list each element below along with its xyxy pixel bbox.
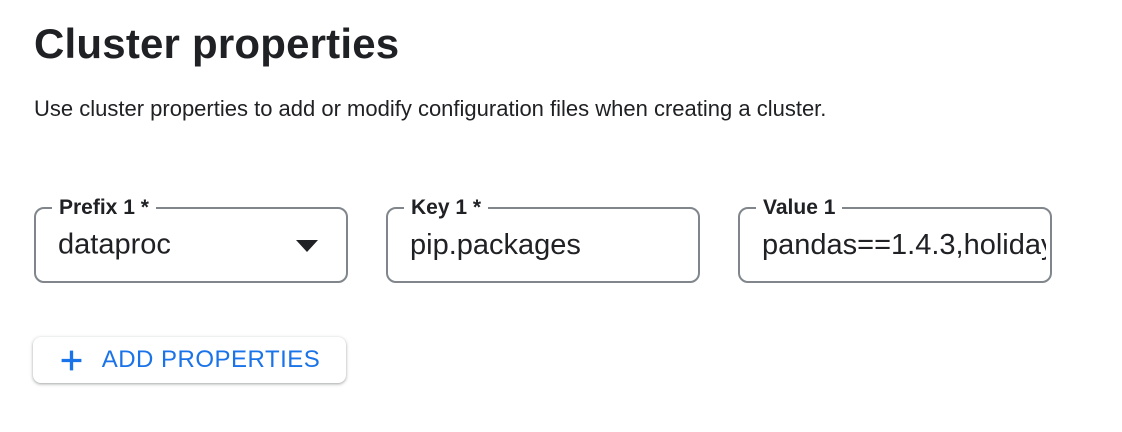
- prefix-selected-value: dataproc: [58, 228, 171, 261]
- page-title: Cluster properties: [34, 20, 400, 67]
- plus-icon: [59, 348, 84, 373]
- property-row-1: Prefix 1 * dataproc Key 1 * Value 1: [34, 195, 1052, 283]
- add-properties-button[interactable]: ADD PROPERTIES: [33, 337, 346, 383]
- add-properties-label: ADD PROPERTIES: [101, 346, 321, 373]
- page-description: Use cluster properties to add or modify …: [34, 96, 827, 121]
- prefix-label: Prefix 1 *: [52, 195, 156, 221]
- caret-down-icon: [296, 240, 318, 252]
- key-input[interactable]: [388, 209, 698, 281]
- key-field-1: Key 1 *: [386, 195, 700, 283]
- prefix-select-1[interactable]: Prefix 1 * dataproc: [34, 195, 348, 283]
- value-field-1: Value 1: [738, 195, 1052, 283]
- value-input[interactable]: [740, 209, 1050, 281]
